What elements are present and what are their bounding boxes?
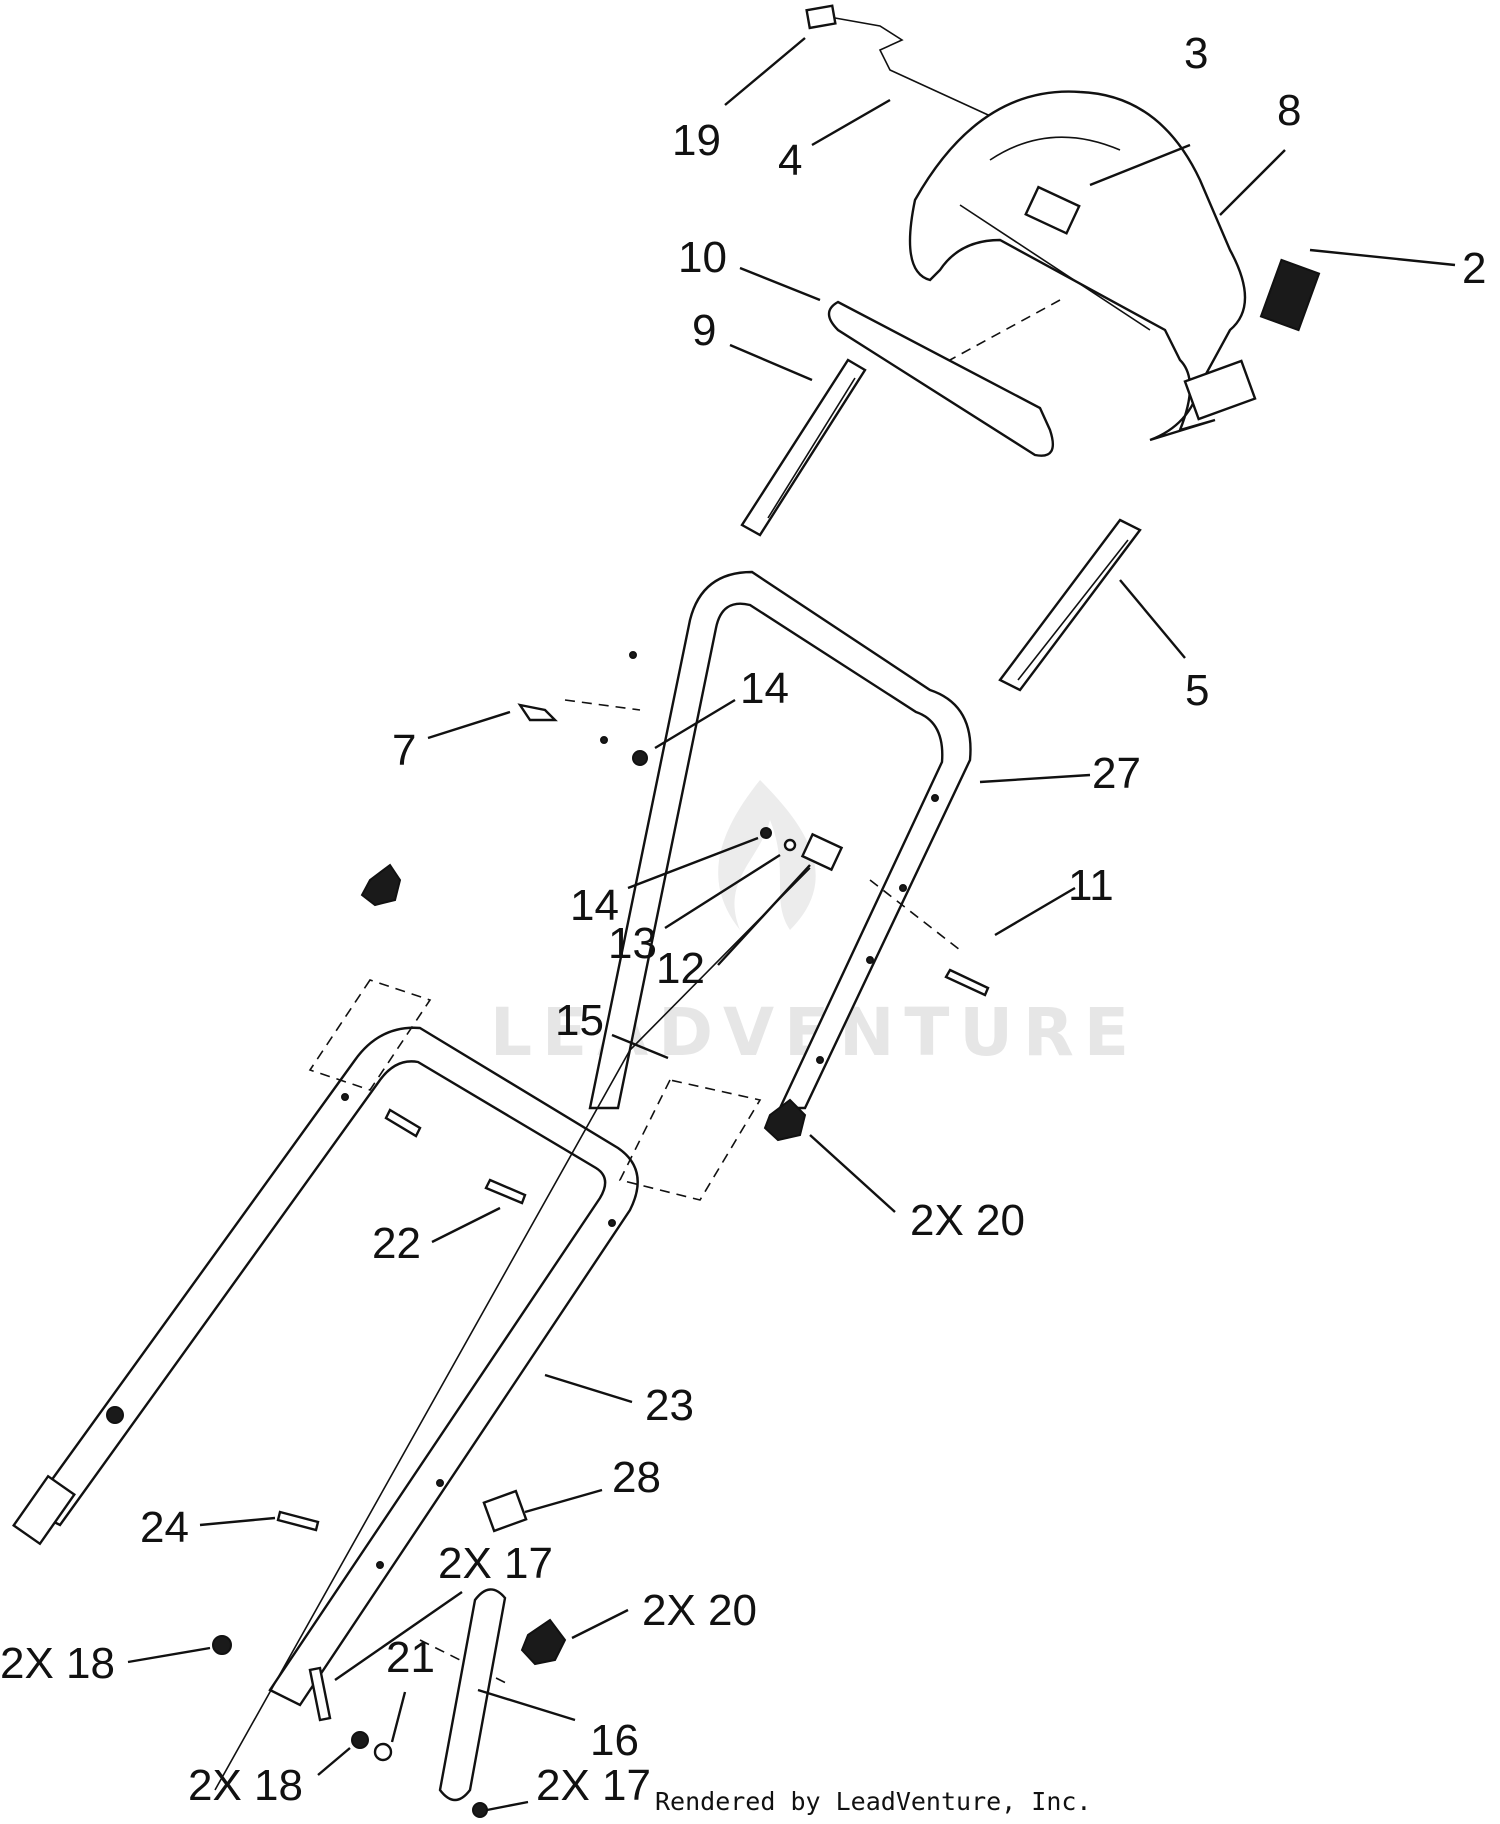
- clip-part-7: [517, 703, 558, 722]
- nut-part-18b: [351, 1731, 369, 1749]
- callout-20b: 2X 20: [642, 1586, 757, 1635]
- grip-part-10: [827, 300, 1055, 457]
- watermark-flame-icon: [718, 780, 816, 930]
- control-housing: [908, 90, 1321, 442]
- callout-27: 27: [1092, 749, 1141, 798]
- credit-text: Rendered by LeadVenture, Inc.: [655, 1787, 1092, 1816]
- rail-part-9: [740, 358, 867, 537]
- clamp-part-28: [482, 1489, 528, 1533]
- callout-19: 19: [672, 116, 721, 165]
- callout-7: 7: [392, 726, 416, 775]
- bolt-part-24: [276, 1510, 320, 1532]
- callout-3: 3: [1184, 29, 1208, 78]
- rail-part-5: [998, 518, 1142, 692]
- callout-23: 23: [645, 1381, 694, 1430]
- pin-upper-left: [384, 1108, 422, 1138]
- nut-part-18a: [212, 1635, 232, 1655]
- callout-labels: 19 4 3 8 2 10 9 5 14 7 27 11 14 13 12 15…: [0, 29, 1486, 1810]
- callout-28: 28: [612, 1453, 661, 1502]
- spring-part-19: [805, 4, 1011, 126]
- leader-lines: [127, 37, 1456, 1812]
- nut-part-14b: [760, 827, 772, 839]
- callout-22: 22: [372, 1219, 421, 1268]
- knob-part-20a: [763, 1098, 807, 1142]
- callout-2: 2: [1462, 244, 1486, 293]
- bracket-part-12: [800, 832, 844, 872]
- washer-part-13: [783, 838, 797, 852]
- callout-24: 24: [140, 1503, 189, 1552]
- link-part-16: [438, 1588, 507, 1802]
- callout-8: 8: [1277, 86, 1301, 135]
- callout-14b: 14: [570, 881, 619, 930]
- alignment-guides: [308, 299, 1061, 1686]
- callout-15: 15: [555, 996, 604, 1045]
- knob-upper-left: [360, 863, 402, 907]
- nut-part-14a: [632, 750, 648, 766]
- callout-17b: 2X 17: [536, 1761, 651, 1810]
- callout-16: 16: [590, 1716, 639, 1765]
- callout-20a: 2X 20: [910, 1196, 1025, 1245]
- callout-11: 11: [1068, 861, 1114, 910]
- bolt-part-11: [944, 968, 990, 997]
- callout-17a: 2X 17: [438, 1539, 553, 1588]
- watermark: LEADVENTURE: [490, 780, 1129, 1071]
- callout-10: 10: [678, 233, 727, 282]
- callout-18a: 2X 18: [0, 1639, 115, 1688]
- callout-9: 9: [692, 306, 716, 355]
- upper-handle: [588, 570, 972, 1110]
- callout-14a: 14: [740, 664, 789, 713]
- callout-12: 12: [656, 944, 705, 993]
- lower-handle: [12, 1026, 639, 1707]
- callout-21: 21: [386, 1633, 435, 1682]
- callout-13: 13: [608, 919, 657, 968]
- bolt-part-17a: [308, 1666, 332, 1722]
- callout-4: 4: [778, 136, 802, 185]
- knob-part-20b: [520, 1618, 567, 1666]
- washer-part-21: [373, 1742, 393, 1762]
- callout-5: 5: [1185, 666, 1209, 715]
- callout-18b: 2X 18: [188, 1761, 303, 1810]
- bolt-part-17b: [472, 1802, 488, 1818]
- pin-part-22: [484, 1178, 527, 1205]
